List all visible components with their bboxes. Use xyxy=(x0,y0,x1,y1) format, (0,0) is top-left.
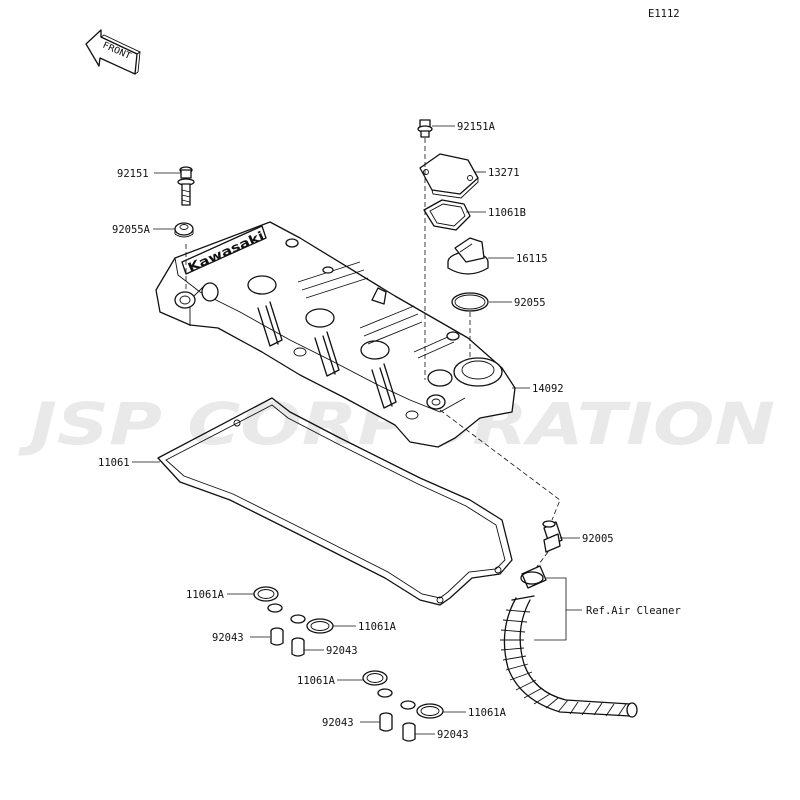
cylinder-head-cover: Kawasaki xyxy=(155,221,516,448)
leader-lines xyxy=(132,125,582,735)
front-arrow-icon: FRONT xyxy=(85,29,141,75)
label-11061: 11061 xyxy=(98,457,130,469)
o-ring-11061A-1 xyxy=(253,586,283,613)
label-13271: 13271 xyxy=(488,167,520,179)
label-92151: 92151 xyxy=(117,168,149,180)
label-14092: 14092 xyxy=(532,383,564,395)
label-92151A-top: 92151A xyxy=(457,121,496,133)
damper-92055A xyxy=(174,222,194,238)
assembly-lines xyxy=(185,138,561,569)
bolt-92151 xyxy=(177,166,195,206)
label-16115: 16115 xyxy=(516,253,548,265)
label-92055A: 92055A xyxy=(112,224,151,236)
o-ring-11061A-4 xyxy=(400,700,444,719)
label-11061A-1: 11061A xyxy=(186,589,225,601)
label-92043-1: 92043 xyxy=(212,632,244,644)
label-11061A-4: 11061A xyxy=(468,707,507,719)
o-ring-92055 xyxy=(451,292,489,312)
gasket xyxy=(157,397,513,606)
label-11061A-2: 11061A xyxy=(358,621,397,633)
label-92043-4: 92043 xyxy=(437,729,469,741)
label-92043-3: 92043 xyxy=(322,717,354,729)
gasket-11061B xyxy=(423,199,471,231)
fitting-92005 xyxy=(542,520,563,553)
diagram-code: E1112 xyxy=(648,8,680,20)
collar-92043-2 xyxy=(291,637,305,657)
label-ref-air-cleaner: Ref.Air Cleaner xyxy=(586,605,681,617)
label-92043-2: 92043 xyxy=(326,645,358,657)
bolt-92151A xyxy=(417,119,433,138)
label-11061A-3: 11061A xyxy=(297,675,336,687)
oil-cap-16115 xyxy=(447,237,489,275)
collar-92043-1 xyxy=(270,627,284,646)
cap-13271 xyxy=(419,153,479,199)
label-11061B: 11061B xyxy=(488,207,526,219)
label-92055: 92055 xyxy=(514,297,546,309)
breather-hose xyxy=(500,565,638,718)
collar-92043-3 xyxy=(379,712,393,732)
label-92005: 92005 xyxy=(582,533,614,545)
collar-92043-4 xyxy=(402,722,416,742)
o-ring-11061A-2 xyxy=(290,614,334,634)
o-ring-11061A-3 xyxy=(362,670,393,698)
